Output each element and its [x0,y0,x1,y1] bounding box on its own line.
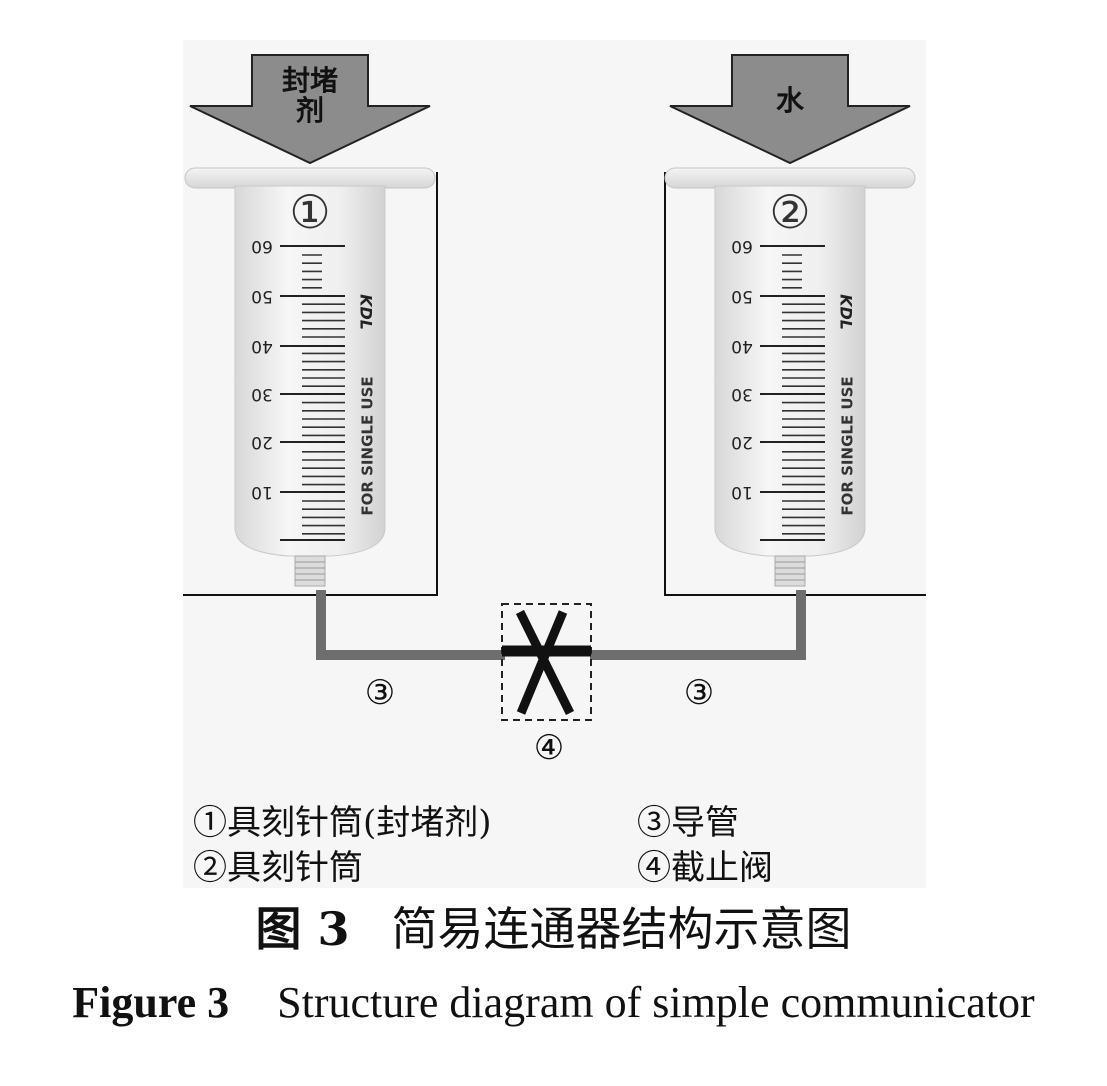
scale-label: 10 [251,482,273,502]
valve-stroke-b [516,610,568,715]
single-use-text: FOR SINGLE USE [839,376,857,515]
arrow-label: 封堵 [282,64,338,97]
syringe-1: 封堵剂 ① 60 50 40 30 20 10 KDL FOR SINGLE USE [184,54,436,587]
syringe-scale: 60 50 40 30 20 10 [731,236,825,541]
scale-label: 30 [251,384,273,404]
scale-label: 50 [731,286,753,306]
syringe-number: ① [289,185,330,239]
tube-label-left: ③ [365,673,395,713]
legend-row1-left: ①具刻针筒(封堵剂) [193,803,492,843]
syringe-2: 水 ② 60 50 40 30 20 10 KDL FOR SINGLE USE [664,54,916,587]
scale-label: 40 [251,336,273,356]
caption-chinese: 图 3 简易连通器结构示意图 [0,893,1107,959]
caption-chinese-label: 图 3 [255,902,350,956]
caption-english-label: Figure 3 [72,978,230,1027]
scale-label: 10 [731,482,753,502]
scale-label: 40 [731,336,753,356]
enclosure-lines [183,172,926,596]
tube-label-right: ③ [684,673,714,713]
arrow-down-icon [189,54,431,165]
scale-label: 20 [251,432,273,452]
legend-row2-left: ②具刻针筒 [193,848,363,888]
arrow-label: 剂 [296,94,324,127]
caption-chinese-text: 简易连通器结构示意图 [391,902,852,956]
syringe-tip [294,555,326,587]
caption-english-text: Structure diagram of simple communicator [277,978,1035,1027]
arrow-down-icon [669,54,911,165]
legend-row1-right: ③导管 [637,803,739,843]
scale-label: 60 [251,236,273,256]
tube-3-left [316,590,505,660]
scale-label: 30 [731,384,753,404]
scale-label: 20 [731,432,753,452]
valve-dashed-box [501,603,592,721]
brand-logo: KDL [837,294,856,330]
syringe-number: ② [769,185,810,239]
syringe-barrel [714,185,866,557]
arrow-label: 水 [776,84,805,117]
single-use-text: FOR SINGLE USE [359,376,377,515]
syringe-tip [774,555,806,587]
legend-row2-right: ④截止阀 [637,848,773,888]
tube-3-right [590,590,806,660]
brand-logo: KDL [357,294,376,330]
syringe-barrel [234,185,386,557]
scale-label: 60 [731,236,753,256]
caption-english: Figure 3 Structure diagram of simple comm… [0,977,1107,1028]
valve-4 [501,603,592,721]
syringe-scale: 60 50 40 30 20 10 [251,236,345,541]
valve-label: ④ [534,728,564,768]
scale-label: 50 [251,286,273,306]
